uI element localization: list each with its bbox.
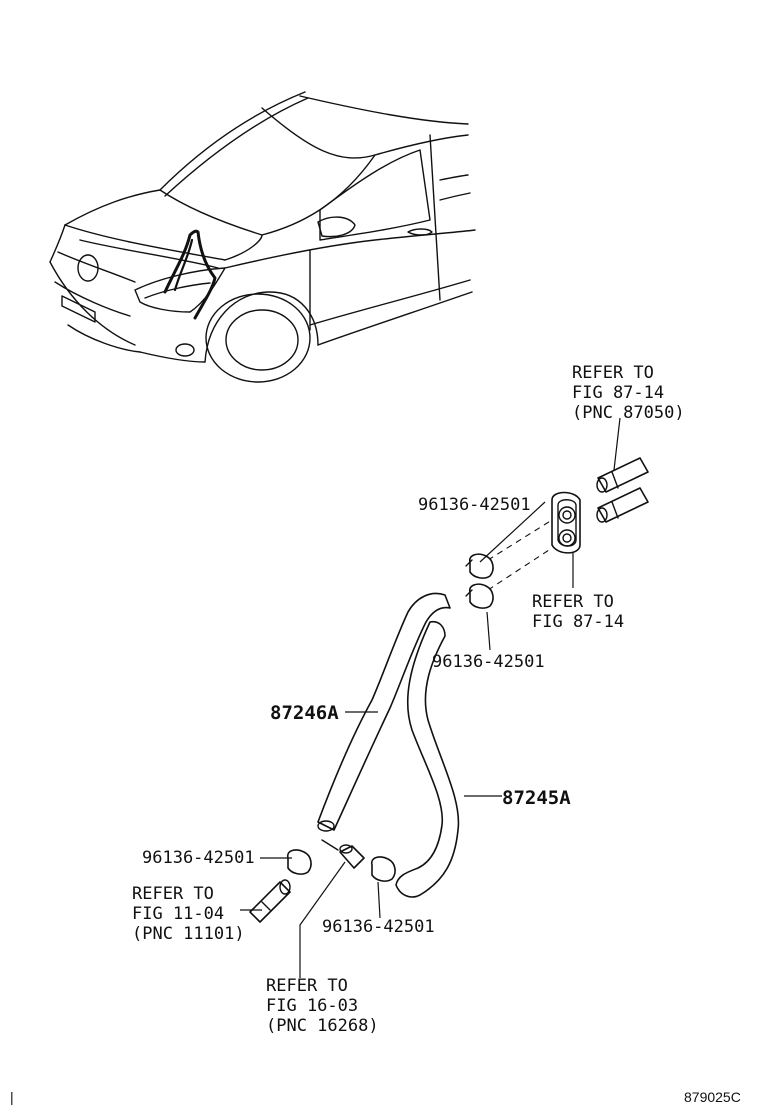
refer-16268-line2: FIG 16-03	[266, 996, 358, 1016]
part-number-hose-87246a: 87246A	[270, 702, 339, 724]
refer-11101-line1: REFER TO	[132, 884, 214, 904]
refer-87-14-line1: REFER TO	[532, 592, 614, 612]
hose-87245a	[395, 620, 460, 898]
part-number-clip-lower-right: 96136-42501	[322, 917, 435, 937]
refer-label-11101: REFER TO FIG 11-04 (PNC 11101)	[132, 884, 245, 944]
refer-label-16268: REFER TO FIG 16-03 (PNC 16268)	[266, 976, 379, 1036]
hose-87246a	[317, 592, 451, 832]
joint-connector	[321, 839, 365, 869]
supply-pipe	[249, 879, 291, 923]
nozzle-tubes	[596, 457, 649, 523]
refer-87-14-line2: FIG 87-14	[532, 612, 624, 632]
hose-clip-lower	[286, 849, 396, 882]
refer-87050-line3: (PNC 87050)	[572, 403, 685, 423]
refer-87050-line2: FIG 87-14	[572, 383, 664, 403]
refer-label-87-14: REFER TO FIG 87-14	[532, 592, 624, 632]
leader-lines	[240, 417, 621, 978]
refer-16268-line1: REFER TO	[266, 976, 348, 996]
margin-mark: |	[10, 1089, 14, 1105]
grommet	[551, 491, 581, 554]
part-number-clip-upper-1: 96136-42501	[418, 495, 531, 515]
part-number-clip-lower-left: 96136-42501	[142, 848, 255, 868]
alignment-line	[487, 547, 553, 591]
car-illustration	[49, 91, 476, 383]
alignment-line	[487, 519, 553, 561]
hose-clip-upper	[465, 553, 494, 609]
refer-label-87050: REFER TO FIG 87-14 (PNC 87050)	[572, 363, 685, 423]
refer-11101-line2: FIG 11-04	[132, 904, 224, 924]
part-number-clip-upper-2: 96136-42501	[432, 652, 545, 672]
figure-id: 879025C	[684, 1089, 741, 1105]
part-number-hose-87245a: 87245A	[502, 787, 571, 809]
refer-11101-line3: (PNC 11101)	[132, 924, 245, 944]
refer-16268-line3: (PNC 16268)	[266, 1016, 379, 1036]
refer-87050-line1: REFER TO	[572, 363, 654, 383]
